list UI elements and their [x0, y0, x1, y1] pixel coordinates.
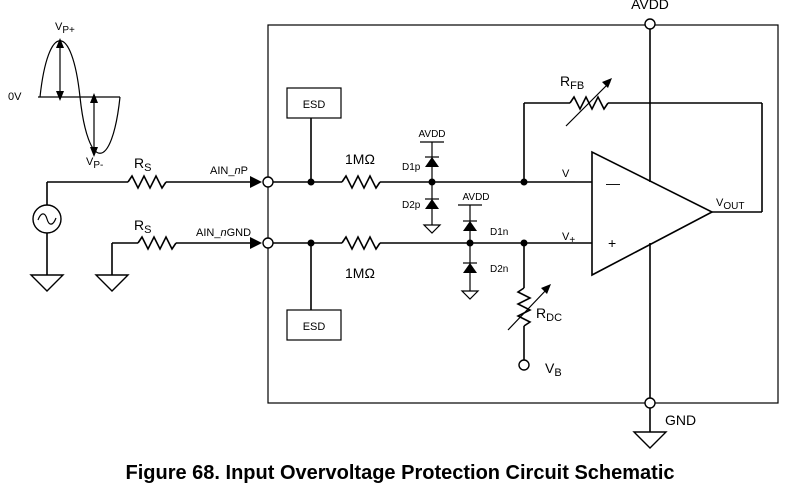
d1n-label: D1n: [490, 227, 508, 238]
figure-caption: Figure 68. Input Overvoltage Protection …: [125, 462, 675, 484]
rfb-label: RFB: [560, 73, 584, 92]
ain-gnd-label: AIN_nGND: [196, 227, 251, 239]
rs-bottom-label: RS: [134, 217, 151, 236]
esd-bottom: ESD: [286, 243, 342, 341]
opamp-plus-sign: +: [608, 235, 616, 251]
rdc-resistor: RDC VB: [507, 243, 562, 379]
avdd-supply-node: AVDD: [631, 0, 669, 160]
ic-boundary: [267, 24, 779, 404]
svg-text:ESD: ESD: [303, 321, 326, 333]
bottom-input-path: RS AIN_nGND: [94, 217, 274, 292]
esd-top: ESD: [286, 87, 342, 182]
vout-label: VOUT: [716, 197, 744, 212]
ain-p-label: AIN_nP: [210, 165, 248, 177]
ac-source: [29, 182, 65, 292]
rdc-label: RDC: [536, 305, 562, 324]
gnd-node: GND: [632, 275, 696, 449]
d2n-label: D2n: [490, 264, 508, 275]
op-amp: — + VOUT: [591, 150, 762, 277]
res-1m-top-label: 1MΩ: [345, 151, 375, 167]
avdd-top-label: AVDD: [631, 0, 669, 12]
rs-top-label: RS: [134, 155, 151, 174]
v-minus-label: V_: [562, 168, 575, 183]
res-1m-bottom-label: 1MΩ: [345, 265, 375, 281]
avdd-small-top: AVDD: [418, 129, 445, 140]
d2p-label: D2p: [402, 200, 421, 211]
svg-text:ESD: ESD: [303, 99, 326, 111]
opamp-minus-sign: —: [606, 175, 620, 191]
vp-minus-label: VP-: [86, 156, 103, 171]
v-plus-label: V+: [562, 231, 575, 246]
d1p-label: D1p: [402, 162, 421, 173]
gnd-label: GND: [665, 412, 696, 428]
vb-label: VB: [545, 360, 562, 379]
diode-pair-bottom: AVDD D1n D2n: [458, 192, 508, 300]
feedback-resistor: RFB: [523, 73, 763, 212]
schematic-diagram: AVDD GND VP+ VP- 0V RS AIN_nP: [8, 0, 779, 449]
vp-plus-label: VP+: [55, 21, 75, 36]
diode-pair-top: AVDD D1p D2p: [402, 129, 446, 234]
avdd-small-bottom: AVDD: [462, 192, 489, 203]
internal-bottom-line: 1MΩ V+: [273, 231, 592, 281]
input-waveform: VP+ VP- 0V: [8, 21, 121, 171]
zero-v-label: 0V: [8, 91, 22, 103]
top-input-path: RS AIN_nP: [47, 155, 274, 189]
